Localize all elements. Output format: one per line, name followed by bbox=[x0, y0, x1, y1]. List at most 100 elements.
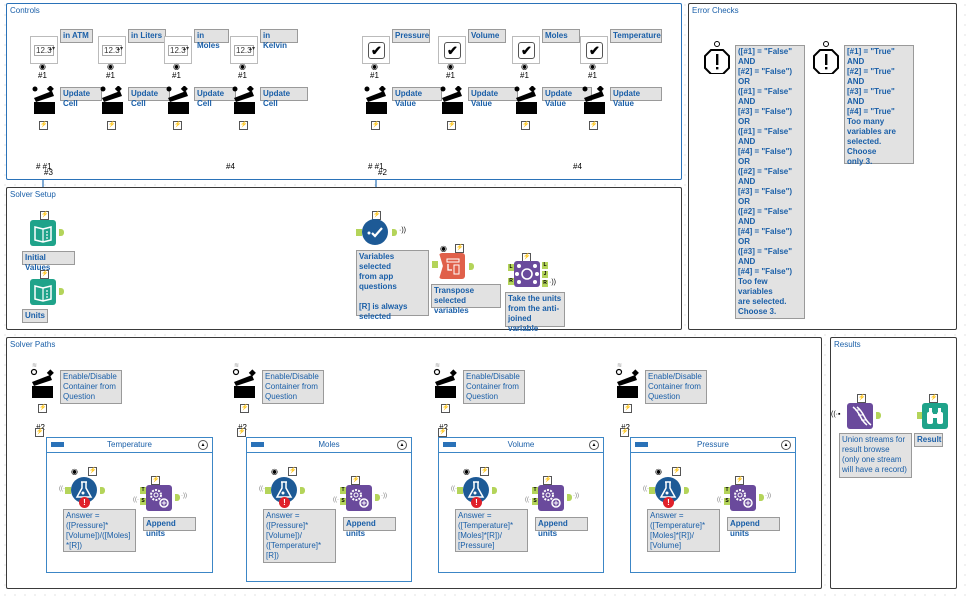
output-anchor[interactable] bbox=[684, 487, 689, 494]
container-title: Solver Paths bbox=[10, 340, 56, 349]
spinner-icon[interactable]: ▴▾ bbox=[116, 46, 123, 52]
output-anchor[interactable] bbox=[876, 412, 881, 419]
input-anchor[interactable] bbox=[457, 487, 463, 494]
clapperboard-icon bbox=[433, 368, 457, 398]
join-right-input[interactable]: R bbox=[508, 278, 514, 285]
source-anchor[interactable]: S bbox=[340, 498, 346, 505]
input-anchor[interactable] bbox=[265, 487, 271, 494]
transpose-tool[interactable] bbox=[439, 253, 465, 279]
enable-disable-action-tool[interactable] bbox=[232, 368, 258, 400]
spinner-icon[interactable]: ▴▾ bbox=[182, 46, 189, 52]
numeric-value[interactable]: 12.3 bbox=[102, 45, 122, 56]
tool-container-title: Moles bbox=[318, 440, 340, 449]
units-input-tool[interactable] bbox=[30, 279, 64, 305]
initial-values-input-tool[interactable] bbox=[30, 220, 64, 246]
result-label: Result bbox=[914, 433, 943, 447]
target-anchor[interactable]: T bbox=[140, 487, 146, 494]
output-anchor[interactable] bbox=[567, 494, 572, 501]
input-anchor[interactable] bbox=[432, 261, 438, 268]
source-anchor[interactable]: S bbox=[140, 498, 146, 505]
output-anchor[interactable] bbox=[175, 494, 180, 501]
formula-comment: Answer = ([Temperature]* [Moles]*[R])/ [… bbox=[647, 509, 720, 552]
bolt-icon: ⚡ bbox=[239, 121, 248, 130]
union-tool[interactable] bbox=[847, 403, 873, 429]
enable-disable-action-tool[interactable] bbox=[30, 368, 56, 400]
join-output-L[interactable]: L bbox=[542, 262, 548, 269]
condition-tool[interactable] bbox=[362, 219, 388, 245]
collapse-icon[interactable]: ▲ bbox=[589, 440, 599, 450]
checkbox-2[interactable]: ✔ bbox=[438, 36, 466, 64]
error-message-tool-too-few[interactable] bbox=[704, 40, 730, 75]
input-anchor[interactable] bbox=[649, 487, 655, 494]
checkbox-3[interactable]: ✔ bbox=[512, 36, 540, 64]
checkbox-4[interactable]: ✔ bbox=[580, 36, 608, 64]
input-anchor[interactable] bbox=[917, 412, 923, 419]
enable-disable-action-tool[interactable] bbox=[615, 368, 641, 400]
numeric-value[interactable]: 12.3 bbox=[234, 45, 254, 56]
spinner-icon[interactable]: ▴▾ bbox=[248, 46, 255, 52]
container-toggle[interactable] bbox=[51, 442, 64, 447]
source-anchor[interactable]: S bbox=[724, 498, 730, 505]
checkbox-1[interactable]: ✔ bbox=[362, 36, 390, 64]
checkmark-icon[interactable]: ✔ bbox=[586, 42, 603, 59]
input-anchor[interactable] bbox=[65, 487, 71, 494]
output-anchor[interactable] bbox=[492, 487, 497, 494]
wireless-input-icon: ((· bbox=[451, 486, 457, 492]
checkmark-icon[interactable]: ✔ bbox=[444, 42, 461, 59]
action-tool[interactable] bbox=[364, 85, 388, 114]
wireless-icon: ≋ bbox=[234, 363, 240, 369]
numeric-updown-2[interactable]: 12.3 ▴▾ bbox=[98, 36, 126, 64]
output-anchor[interactable] bbox=[59, 288, 64, 295]
target-anchor[interactable]: T bbox=[724, 487, 730, 494]
container-toggle[interactable] bbox=[251, 442, 264, 447]
enable-disable-action-tool[interactable] bbox=[433, 368, 459, 400]
source-anchor[interactable]: S bbox=[532, 498, 538, 505]
action-tool[interactable] bbox=[232, 85, 256, 114]
collapse-icon[interactable]: ▲ bbox=[781, 440, 791, 450]
target-anchor[interactable]: T bbox=[532, 487, 538, 494]
action-tool[interactable] bbox=[32, 85, 56, 114]
action-tool[interactable] bbox=[440, 85, 464, 114]
numeric-value[interactable]: 12.3 bbox=[34, 45, 54, 56]
output-anchor[interactable] bbox=[300, 487, 305, 494]
container-toggle[interactable] bbox=[635, 442, 648, 447]
action-tool[interactable] bbox=[514, 85, 538, 114]
collapse-icon[interactable]: ▲ bbox=[198, 440, 208, 450]
output-anchor[interactable] bbox=[375, 494, 380, 501]
action-tool[interactable] bbox=[166, 85, 190, 114]
wireless-icon: ≋ bbox=[617, 363, 623, 369]
numeric-updown-3[interactable]: 12.3 ▴▾ bbox=[164, 36, 192, 64]
checkmark-icon[interactable]: ✔ bbox=[518, 42, 535, 59]
join-left-input[interactable]: L bbox=[508, 264, 514, 271]
spinner-icon[interactable]: ▴▾ bbox=[48, 46, 55, 52]
join-tool[interactable] bbox=[514, 261, 540, 287]
bolt-icon: ⚡ bbox=[88, 467, 97, 476]
numeric-updown-1[interactable]: 12.3 ▴▾ bbox=[30, 36, 58, 64]
output-anchor[interactable] bbox=[59, 229, 64, 236]
numeric-value[interactable]: 12.3 bbox=[168, 45, 188, 56]
append-fields-tool[interactable] bbox=[346, 485, 372, 511]
join-output-R[interactable]: R bbox=[542, 280, 548, 287]
output-anchor[interactable] bbox=[392, 229, 397, 236]
action-tool[interactable] bbox=[582, 85, 606, 114]
join-output-J[interactable]: J bbox=[542, 271, 548, 278]
join-network-icon bbox=[515, 264, 539, 284]
numeric-updown-4[interactable]: 12.3 ▴▾ bbox=[230, 36, 258, 64]
append-fields-tool[interactable] bbox=[538, 485, 564, 511]
wireless-input-icon: ((·▪ bbox=[831, 411, 841, 418]
container-toggle[interactable] bbox=[443, 442, 456, 447]
target-anchor[interactable]: T bbox=[340, 487, 346, 494]
action-tool[interactable] bbox=[100, 85, 124, 114]
append-fields-tool[interactable] bbox=[730, 485, 756, 511]
bolt-icon: ⚡ bbox=[288, 467, 297, 476]
collapse-icon[interactable]: ▲ bbox=[397, 440, 407, 450]
output-anchor[interactable] bbox=[469, 263, 474, 270]
error-message-tool-too-many[interactable] bbox=[813, 40, 839, 75]
append-fields-tool[interactable] bbox=[146, 485, 172, 511]
browse-tool[interactable] bbox=[922, 403, 948, 429]
bolt-icon: ⚡ bbox=[107, 121, 116, 130]
output-anchor[interactable] bbox=[100, 487, 105, 494]
checkmark-icon[interactable]: ✔ bbox=[368, 42, 385, 59]
output-anchor[interactable] bbox=[759, 494, 764, 501]
input-anchor[interactable] bbox=[356, 229, 362, 236]
